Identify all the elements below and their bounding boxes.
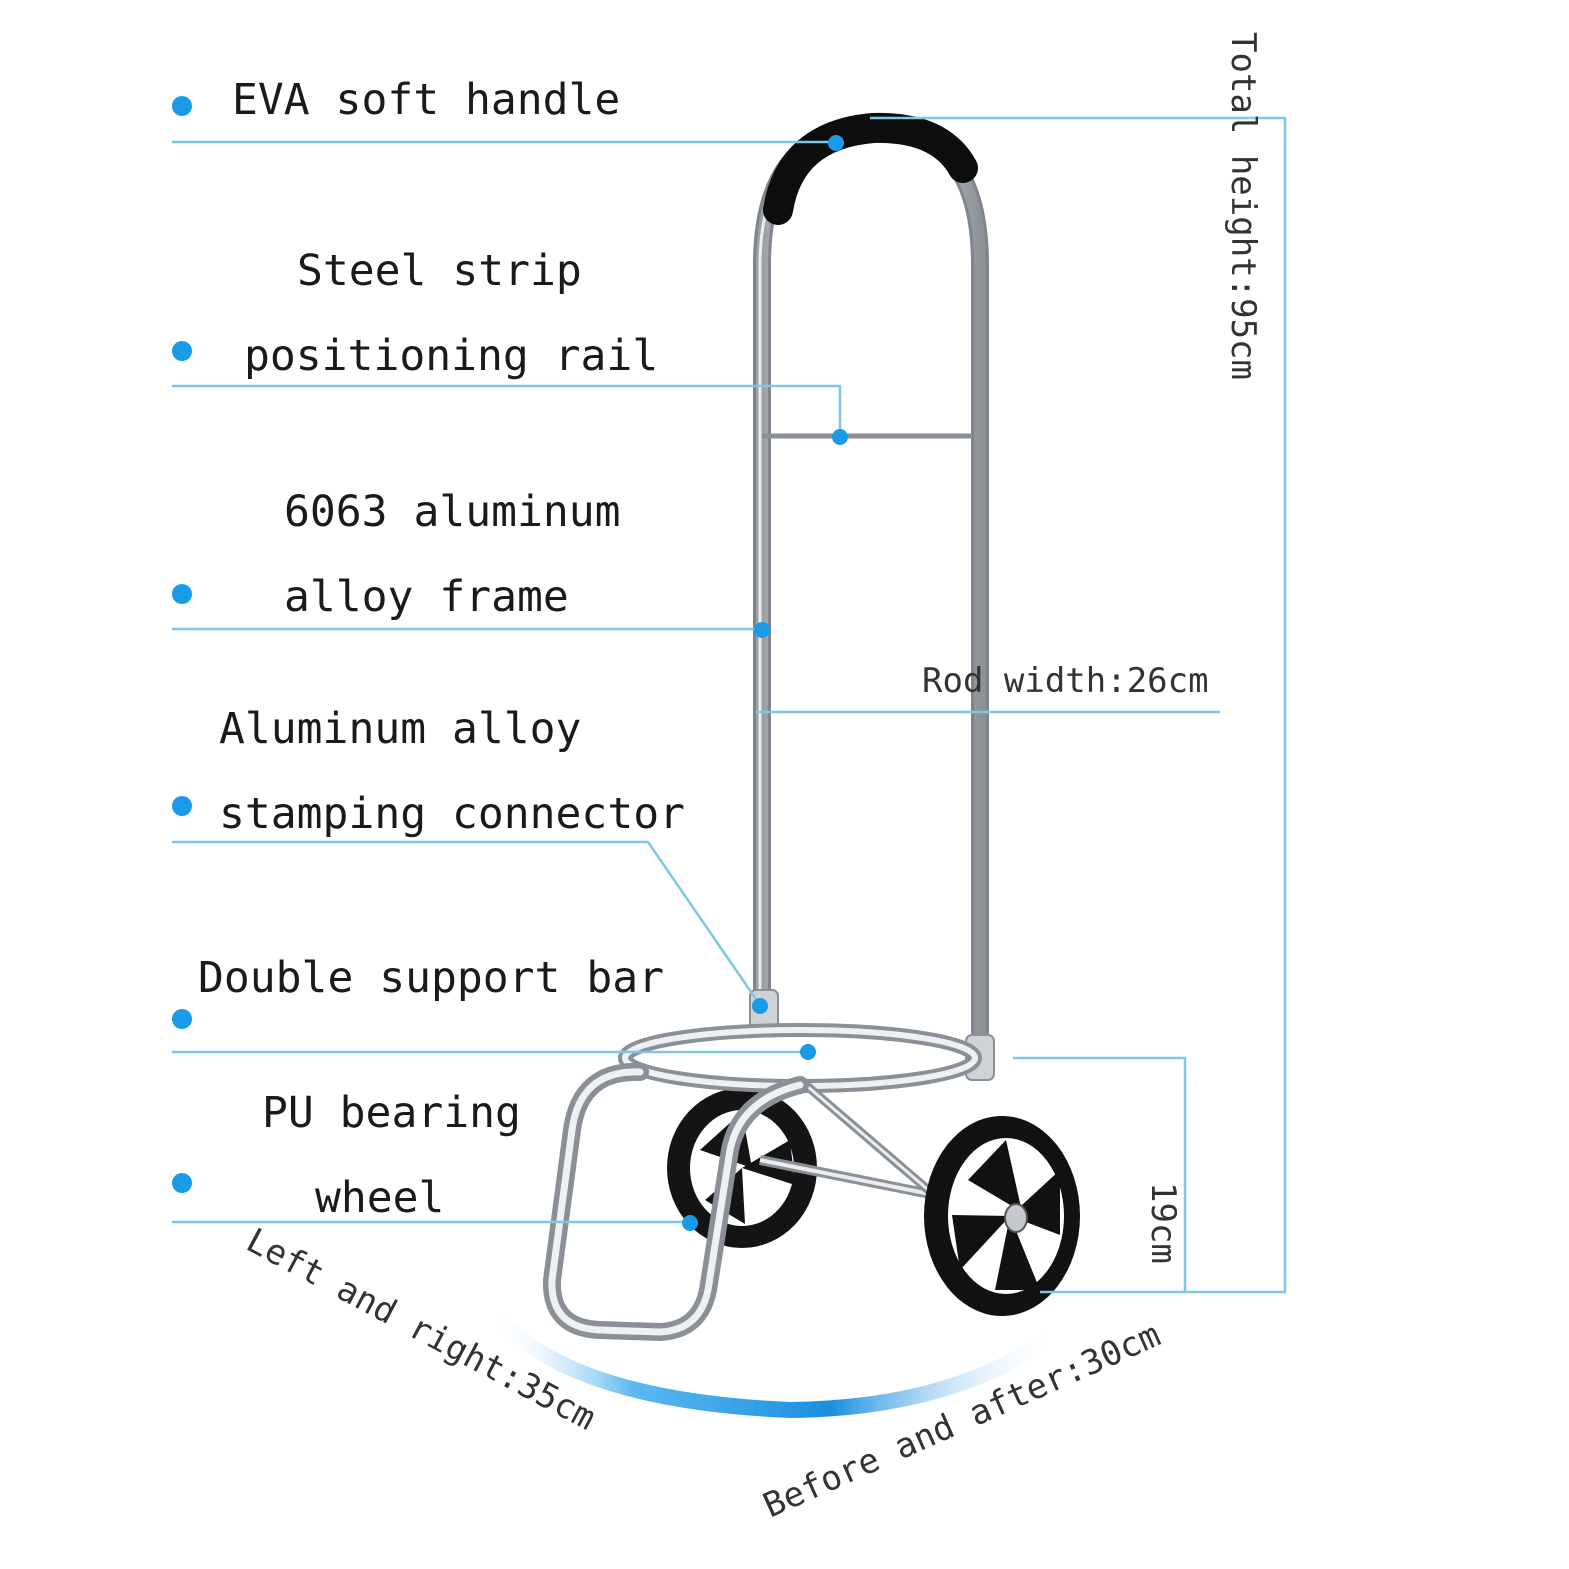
wheel-height-label: 19cm — [1143, 1182, 1183, 1264]
bullet-frame — [172, 584, 192, 604]
leader-lines — [172, 116, 1287, 1294]
label-frame-line1: 6063 aluminum — [284, 487, 621, 537]
label-double-support-bar: Double support bar — [198, 953, 664, 1003]
label-connector-line2: stamping connector — [219, 789, 685, 839]
bullet-eva — [172, 96, 192, 116]
total-height-label: Total height:95cm — [1223, 32, 1263, 380]
bullet-wheel — [172, 1173, 192, 1193]
label-frame-line2: alloy frame — [284, 572, 569, 622]
label-connector-line1: Aluminum alloy — [219, 704, 581, 754]
label-steel-line1: Steel strip — [297, 246, 582, 296]
rod-width-label: Rod width:26cm — [922, 661, 1209, 701]
label-eva-soft-handle: EVA soft handle — [232, 75, 620, 125]
label-steel-line2: positioning rail — [244, 331, 658, 381]
label-wheel-line1: PU bearing — [262, 1088, 521, 1138]
bullet-support — [172, 1009, 192, 1029]
before-after-label: Before and after:30cm — [757, 1315, 1166, 1526]
handle-frame — [753, 118, 989, 1059]
trolley-illustration — [542, 112, 1080, 1342]
label-wheel-line2: wheel — [315, 1173, 444, 1223]
rear-wheel — [667, 1088, 817, 1248]
bullets — [172, 96, 192, 1193]
leader-dots — [682, 135, 848, 1231]
eva-grip — [763, 112, 978, 225]
bullet-connector — [172, 796, 192, 816]
bullet-steel — [172, 341, 192, 361]
footprint-arc — [482, 1300, 1068, 1419]
front-wheel — [924, 1116, 1080, 1316]
labels: EVA soft handle Steel strip positioning … — [198, 75, 685, 1223]
